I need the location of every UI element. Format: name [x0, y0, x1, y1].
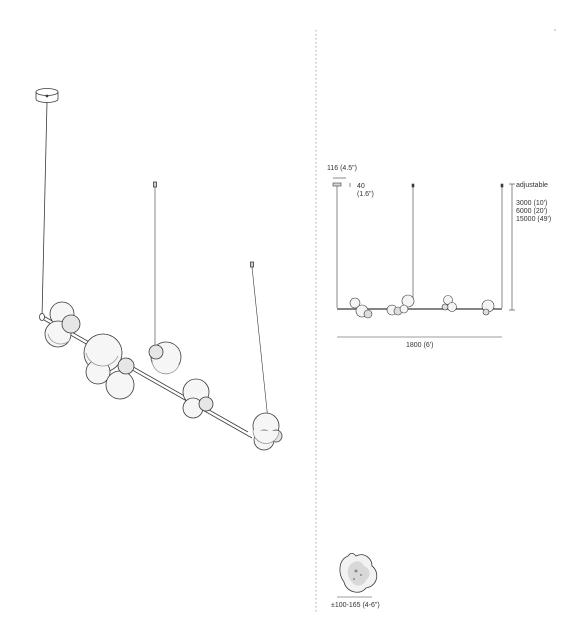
glass-cluster-3	[148, 341, 182, 375]
adjustable-label: adjustable	[516, 182, 548, 189]
elevation-gripper-2	[411, 183, 415, 188]
cable-gripper-2	[153, 181, 157, 188]
elevation-glass-group	[349, 294, 495, 319]
suspension-cable-1	[41, 101, 48, 318]
overall-length-label: 1800 (6')	[406, 342, 434, 349]
perspective-view	[35, 88, 283, 451]
elevation-gripper-3	[500, 183, 504, 188]
glass-cluster-2	[83, 333, 135, 400]
glass-size-label: ±100-165 (4-6")	[331, 602, 380, 609]
glass-cluster-5	[252, 412, 283, 451]
corner-mark	[554, 29, 556, 31]
cable-gripper-3	[250, 261, 254, 268]
canopy-height-label: 40	[357, 183, 365, 190]
cable-length-3: 15000 (49')	[516, 216, 552, 223]
cable-length-2: 6000 (20')	[516, 208, 548, 215]
canopy-elevation	[332, 182, 342, 187]
suspension-cable-3	[251, 266, 269, 421]
glass-detail	[337, 552, 378, 598]
glass-cluster-1	[44, 301, 81, 348]
main-rod	[39, 313, 253, 439]
elevation-view	[332, 177, 515, 338]
canopy-height-inch-label: (1.6")	[357, 191, 374, 198]
canopy-width-label: 116 (4.5")	[327, 165, 357, 172]
glass-cluster-4	[182, 378, 214, 419]
ceiling-canopy	[35, 88, 59, 103]
cable-length-1: 3000 (10')	[516, 200, 548, 207]
